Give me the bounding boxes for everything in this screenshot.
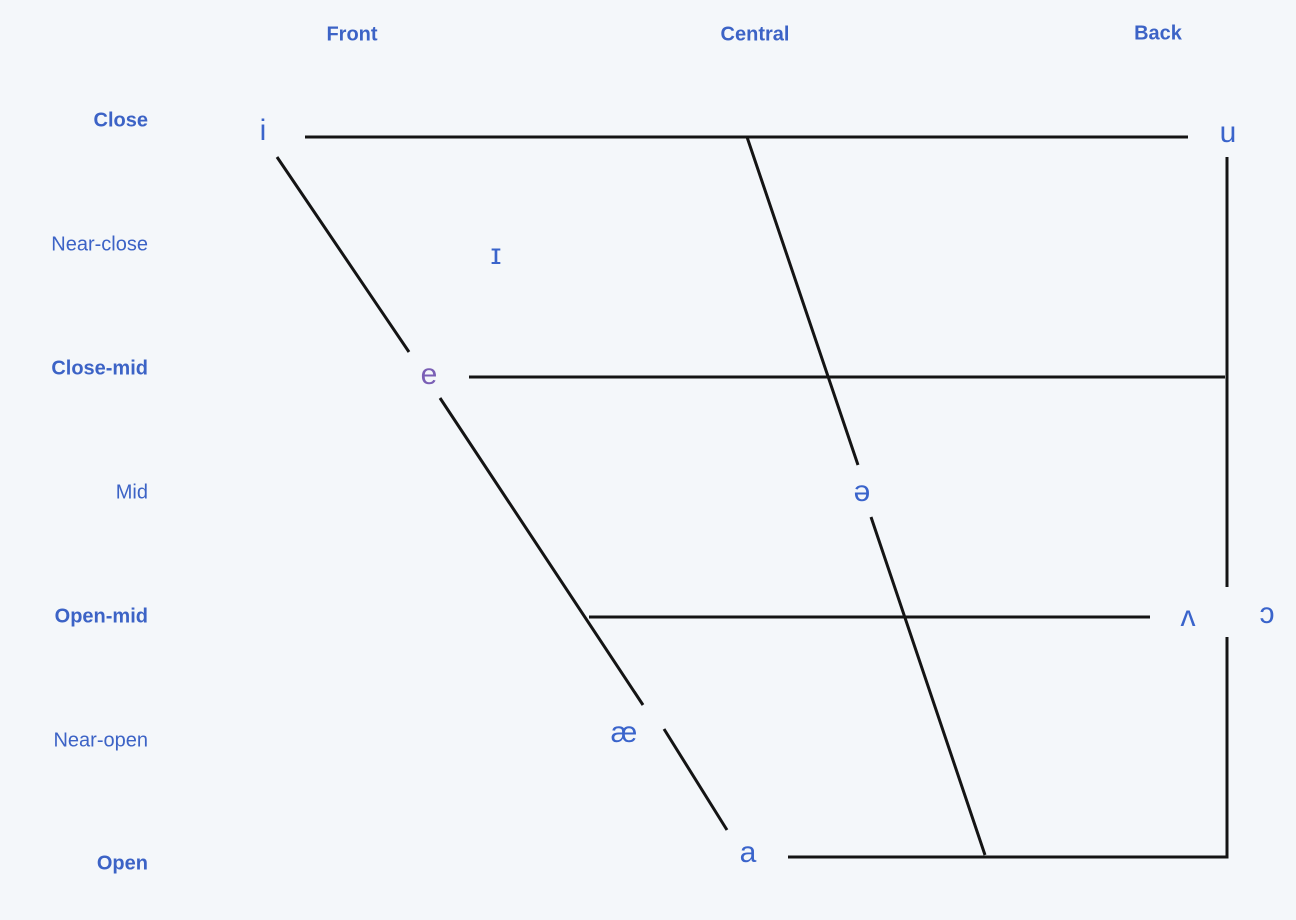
front-edge-diagonal <box>275 156 729 831</box>
row-label-open-mid: Open-mid <box>54 605 148 628</box>
row-label-mid: Mid <box>115 481 148 504</box>
vowel-schwa[interactable]: ə <box>846 474 878 510</box>
row-label-open: Open <box>96 852 148 875</box>
row-label-close-mid: Close-mid <box>51 357 148 380</box>
vowel-a[interactable]: a <box>732 835 764 871</box>
central-diagonal <box>745 136 987 856</box>
column-header-back: Back <box>1134 22 1182 45</box>
vowel-u[interactable]: u <box>1212 115 1244 151</box>
vowel-e[interactable]: e <box>413 357 445 393</box>
vowel-small-capital-i[interactable]: ɪ <box>483 237 509 273</box>
column-header-central: Central <box>720 23 790 46</box>
vowel-turned-v[interactable]: ʌ <box>1173 599 1203 635</box>
row-label-near-open: Near-open <box>53 729 148 752</box>
column-header-front: Front <box>326 23 378 46</box>
vowel-ash[interactable]: æ <box>603 715 645 751</box>
vowel-open-o[interactable]: ɔ <box>1252 596 1282 632</box>
row-label-near-close: Near-close <box>51 233 148 256</box>
row-label-close: Close <box>93 109 148 132</box>
vowel-i[interactable]: i <box>252 113 274 149</box>
